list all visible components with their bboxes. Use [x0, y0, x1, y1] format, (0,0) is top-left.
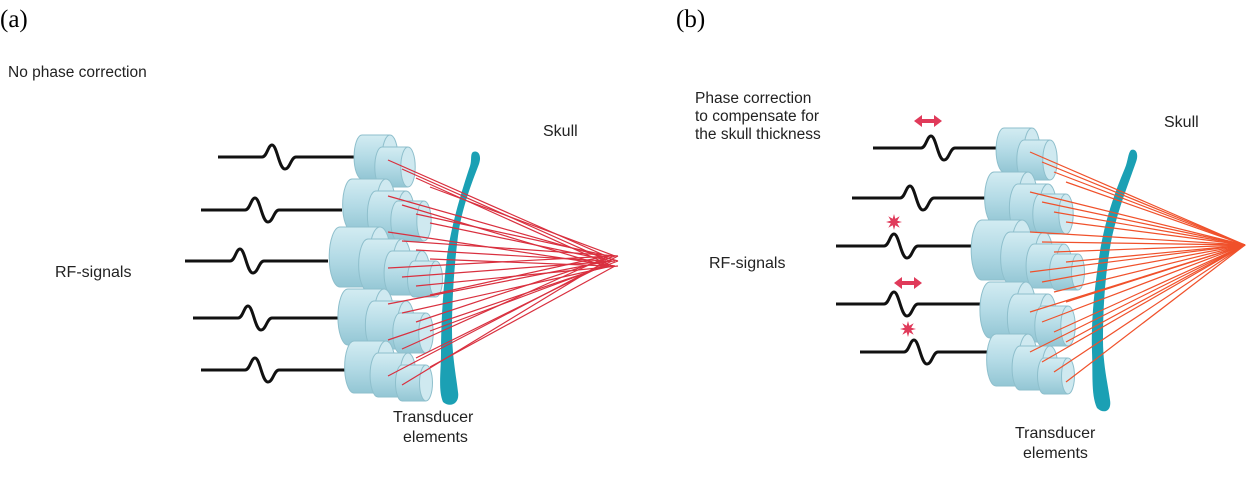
panel-b-caption-line1: Phase correction	[695, 90, 811, 107]
beam-ray	[1053, 211, 1246, 246]
beam-ray	[1065, 181, 1246, 246]
beam-ray	[1029, 244, 1246, 273]
beam-ray	[415, 213, 610, 257]
beam-ray	[401, 265, 613, 314]
panel-b-caption-line2: to compensate for	[695, 108, 819, 125]
rf-signal-wire	[201, 196, 342, 224]
panel-a-caption: No phase correction	[8, 64, 147, 81]
beam-ray	[1029, 244, 1246, 313]
rf-signal-wire	[201, 356, 346, 384]
transducer-cylinder-face	[400, 146, 416, 188]
beam-ray	[429, 258, 610, 267]
beam-ray	[415, 255, 616, 323]
beam-ray	[1041, 244, 1246, 323]
beam-ray	[1053, 244, 1246, 253]
panel-a-skull-shape	[440, 151, 481, 405]
beam-ray	[429, 222, 613, 262]
beam-ray	[401, 260, 616, 278]
beam-ray	[1029, 151, 1246, 246]
beam-ray	[1041, 241, 1246, 246]
panel-a-label: (a)	[0, 6, 28, 33]
star-marker-icon	[886, 214, 902, 230]
panel-b-signals-label: RF-signals	[709, 255, 785, 272]
beam-ray	[1053, 244, 1246, 293]
panel-b-phase-markers	[886, 115, 942, 337]
beam-ray	[401, 240, 619, 257]
rf-signal-wire	[860, 338, 990, 366]
transducer-cylinder-face	[1071, 253, 1085, 291]
beam-ray	[1065, 221, 1246, 246]
panel-b-skull-label: Skull	[1164, 114, 1199, 131]
rf-signal-wire	[873, 134, 1000, 162]
panel-a-transducer-label-line2: elements	[403, 429, 468, 446]
double-arrow-marker-icon	[914, 115, 942, 127]
beam-ray	[1041, 244, 1246, 363]
beam-ray	[1041, 244, 1246, 283]
beam-ray	[387, 159, 607, 257]
panel-a: (a) No phase correction Skull RF-signals…	[0, 6, 619, 446]
beam-ray	[1065, 244, 1246, 343]
beam-ray	[387, 231, 616, 267]
beam-ray	[1053, 244, 1246, 333]
panel-a-signals-label: RF-signals	[55, 264, 131, 281]
beam-ray	[415, 177, 613, 267]
panel-a-transducer-array	[328, 134, 443, 402]
rf-signal-wire	[836, 232, 976, 260]
beam-ray	[1029, 244, 1246, 353]
beam-ray	[401, 204, 607, 267]
beam-ray	[1053, 244, 1246, 373]
panel-b-transducer-label-line1: Transducer	[1015, 425, 1096, 442]
beam-ray	[387, 255, 613, 269]
rf-signal-wire	[836, 290, 982, 318]
beam-ray	[1041, 201, 1246, 246]
rf-signal-wire	[193, 304, 340, 332]
beam-ray	[1065, 244, 1246, 383]
beam-ray	[1029, 231, 1246, 246]
beam-ray	[415, 249, 607, 262]
panel-b-transducer-label-line2: elements	[1023, 445, 1088, 462]
beam-ray	[1065, 244, 1246, 263]
beam-ray	[401, 260, 607, 386]
panel-b-rf-signal-wires	[836, 134, 1000, 366]
beam-ray	[1041, 161, 1246, 246]
panel-a-skull-label: Skull	[543, 123, 578, 140]
panel-b-label: (b)	[676, 6, 705, 33]
transducer-cylinder-face	[429, 260, 443, 298]
panel-b: (b) Phase correction to compensate for t…	[676, 6, 1246, 462]
rf-signal-wire	[852, 184, 990, 212]
beam-ray	[387, 255, 619, 377]
beam-ray	[401, 255, 610, 350]
beam-ray	[387, 265, 607, 341]
beam-ray	[429, 265, 616, 368]
beam-ray	[1029, 191, 1246, 246]
panel-b-caption-line3: the skull thickness	[695, 126, 821, 143]
rf-signal-wire	[185, 247, 328, 275]
beam-ray	[429, 186, 616, 257]
beam-ray	[1053, 171, 1246, 246]
panel-b-beams	[1029, 151, 1246, 383]
panel-b-transducer-array	[970, 127, 1085, 395]
beam-ray	[429, 255, 607, 296]
rf-signal-wire	[218, 143, 355, 171]
panel-a-transducer-label-line1: Transducer	[393, 409, 474, 426]
panel-a-beams	[387, 159, 619, 386]
transducer-cylinder-face	[419, 364, 433, 402]
star-marker-icon	[900, 321, 916, 337]
panel-a-rf-signal-wires	[185, 143, 355, 384]
double-arrow-marker-icon	[894, 277, 922, 289]
beam-ray	[387, 260, 610, 305]
